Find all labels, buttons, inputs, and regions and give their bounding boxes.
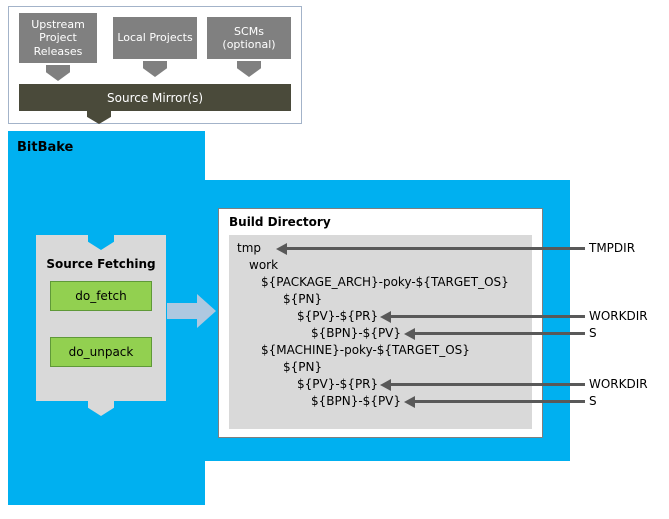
- down-arrow-icon: [46, 65, 70, 81]
- do-unpack-task: do_unpack: [50, 337, 152, 367]
- workdir-label: WORKDIR: [589, 377, 648, 391]
- down-arrow-icon: [143, 61, 167, 77]
- tree-item: ${MACHINE}-poky-${TARGET_OS}: [261, 343, 470, 357]
- tree-item: ${BPN}-${PV}: [311, 326, 402, 340]
- tmpdir-arrow: [276, 242, 585, 255]
- right-arrow-head: [197, 294, 216, 328]
- tmpdir-label: TMPDIR: [589, 241, 636, 255]
- workdir-label: WORKDIR: [589, 309, 648, 323]
- upstream-project-releases-box: Upstream Project Releases: [19, 13, 97, 63]
- tree-item: ${PV}-${PR}: [297, 377, 379, 391]
- workdir-arrow: [380, 310, 585, 323]
- build-directory-box: Build Directory tmp work ${PACKAGE_ARCH}…: [218, 208, 543, 438]
- tree-item: ${PACKAGE_ARCH}-poky-${TARGET_OS}: [261, 275, 509, 289]
- local-projects-box: Local Projects: [113, 17, 197, 59]
- tree-item-tmp: tmp: [237, 241, 262, 255]
- tree-item: ${BPN}-${PV}: [311, 394, 402, 408]
- down-arrow-icon: [87, 111, 111, 124]
- source-fetching-box: Source Fetching do_fetch do_unpack: [36, 235, 166, 401]
- external-sources-panel: Upstream Project Releases Local Projects…: [8, 6, 302, 124]
- tree-item: ${PN}: [283, 292, 323, 306]
- do-fetch-task: do_fetch: [50, 281, 152, 311]
- source-mirrors-box: Source Mirror(s): [19, 84, 291, 111]
- tree-item-work: work: [249, 258, 279, 272]
- s-arrow: [404, 395, 585, 408]
- workdir-arrow: [380, 378, 585, 391]
- s-label: S: [589, 394, 597, 408]
- build-directory-title: Build Directory: [229, 215, 331, 229]
- s-label: S: [589, 326, 597, 340]
- right-arrow-icon: [167, 294, 217, 328]
- tree-item: ${PV}-${PR}: [297, 309, 379, 323]
- source-fetching-title: Source Fetching: [46, 257, 156, 271]
- down-arrow-icon: [237, 61, 261, 77]
- s-arrow: [404, 327, 585, 340]
- tree-item: ${PN}: [283, 360, 323, 374]
- bitbake-label: BitBake: [17, 140, 74, 155]
- right-arrow-shaft: [167, 303, 197, 319]
- scms-optional-box: SCMs (optional): [207, 17, 291, 59]
